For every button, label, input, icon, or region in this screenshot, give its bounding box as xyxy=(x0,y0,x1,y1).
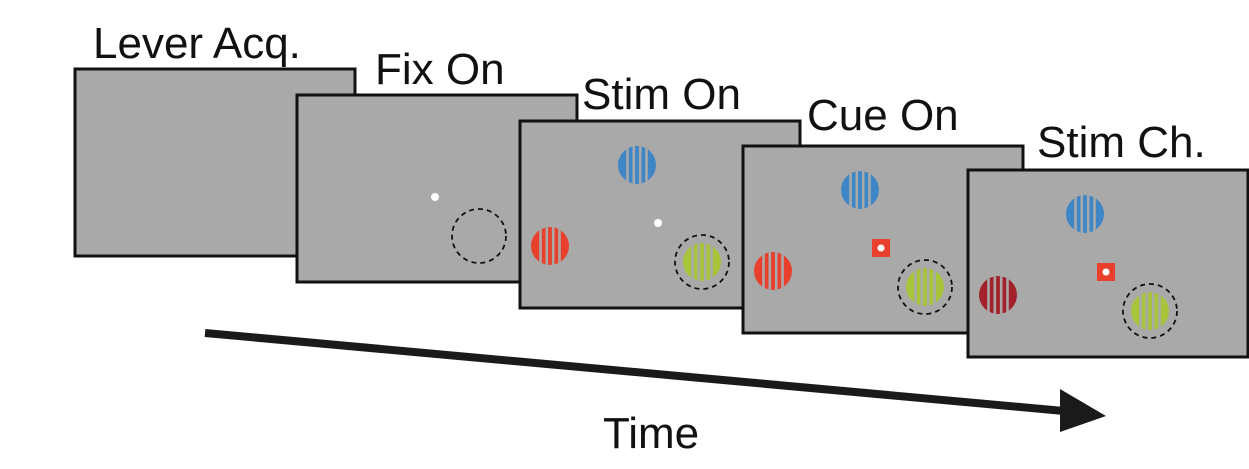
grating-stimulus-top xyxy=(1066,195,1104,233)
panel-title: Cue On xyxy=(807,91,959,140)
fixation-dot xyxy=(877,244,885,252)
grating-stimulus-bottom-right xyxy=(906,268,944,306)
fixation-dot xyxy=(654,219,662,227)
time-arrow xyxy=(204,329,1106,432)
grating-stimulus-left xyxy=(754,252,792,290)
panel-title: Stim On xyxy=(582,70,741,119)
attention-ring xyxy=(451,208,507,264)
grating-stimulus-top xyxy=(841,171,879,209)
grating-stimulus-bottom-right xyxy=(1131,292,1169,330)
time-arrow-head xyxy=(1060,389,1106,432)
grating-stimulus-left xyxy=(531,227,569,265)
panel-5: Stim Ch. xyxy=(966,118,1249,359)
grating-stimulus-top xyxy=(618,146,656,184)
fixation-dot xyxy=(1102,268,1110,276)
time-label: Time xyxy=(603,409,699,458)
attention-ring xyxy=(1122,283,1178,339)
panel-title: Stim Ch. xyxy=(1037,118,1206,167)
grating-stimulus-bottom-right xyxy=(683,243,721,281)
time-arrow-shaft xyxy=(204,329,1076,416)
panels-layer: Lever Acq. Fix On Stim On Cue On Stim Ch. xyxy=(73,19,1249,359)
panel-title: Lever Acq. xyxy=(93,19,301,68)
fixation-dot xyxy=(431,193,439,201)
grating-stimulus-left xyxy=(979,276,1017,314)
panel-title: Fix On xyxy=(375,45,505,94)
attention-ring xyxy=(897,259,953,315)
attention-ring xyxy=(674,234,730,290)
